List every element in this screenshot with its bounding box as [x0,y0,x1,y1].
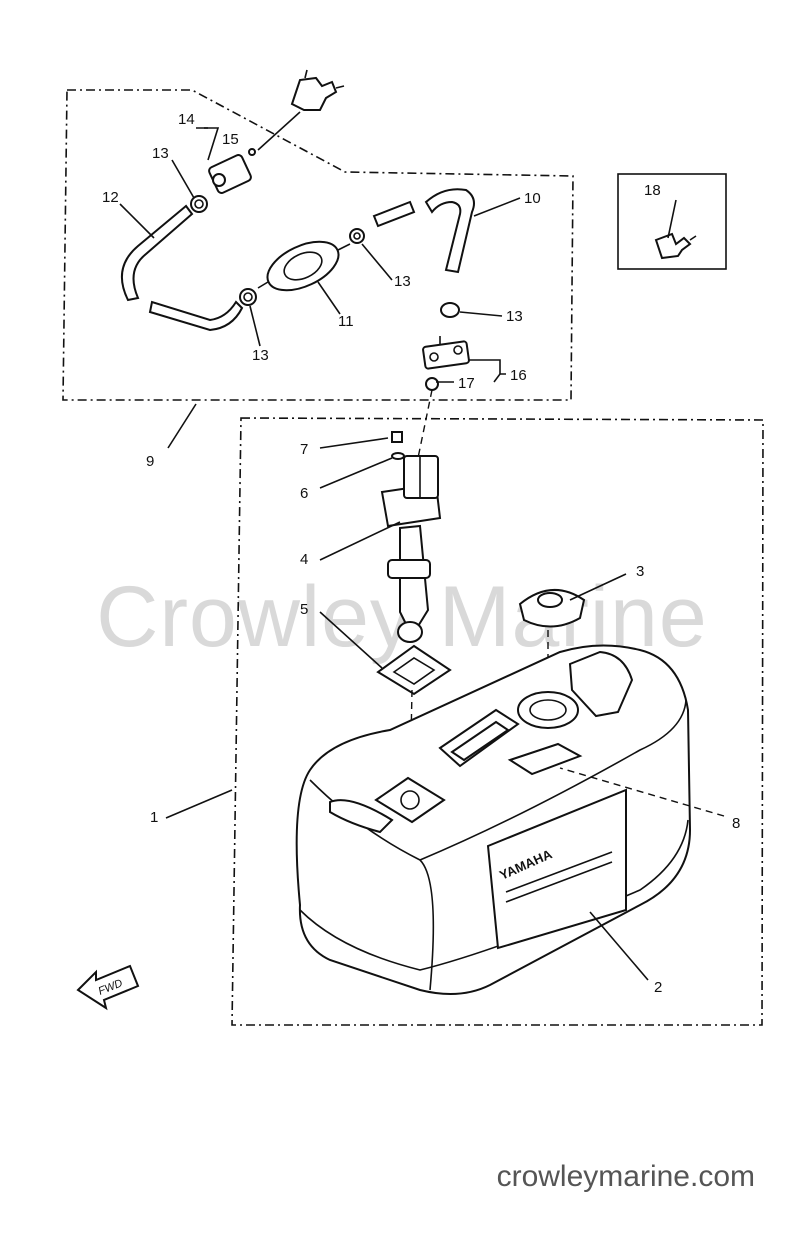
callout-8: 8 [732,815,740,832]
washer-6 [391,452,405,460]
primer-bulb [257,240,351,292]
callout-9: 9 [146,453,154,470]
callout-18: 18 [644,182,661,199]
fuel-hose-12 [121,204,244,332]
joint-connector [290,69,345,111]
screw-7 [391,431,403,443]
hose-assembly-boundary [62,89,574,401]
fuel-cap [518,588,586,628]
callout-13-b: 13 [394,273,411,290]
callout-12: 12 [102,189,119,206]
part-14-connector [208,148,256,194]
leader-lines [119,127,725,981]
o-ring-17 [425,377,439,391]
part-18-joint [654,232,697,260]
gasket-5 [376,644,452,696]
tank-assembly-boundary [231,417,764,1026]
callout-16: 16 [510,367,527,384]
leader-15-joint [257,111,301,151]
fuel-meter-assembly [380,455,442,643]
callout-3: 3 [636,563,644,580]
hose-clip-c [239,288,257,306]
hose-clip-b [349,228,365,244]
site-url-watermark: crowleymarine.com [496,1160,755,1193]
part-18-boundary [617,173,727,270]
hose-clip-a [190,195,208,213]
hose-clip-d [440,302,460,318]
callout-11: 11 [338,313,354,330]
callout-13-d: 13 [252,347,269,364]
forward-direction-arrow: FWD [76,964,140,1011]
callout-17: 17 [458,375,475,392]
callout-6: 6 [300,485,308,502]
callout-7: 7 [300,441,308,458]
callout-4: 4 [300,551,308,568]
callout-10: 10 [524,190,541,207]
tank-fitting-16 [422,336,470,370]
fuel-hose-10 [372,188,475,274]
callout-13-c: 13 [506,308,523,325]
fuel-tank-body: YAMAHA [295,644,692,995]
callout-numbers: 14 15 13 12 10 18 13 11 13 13 16 17 9 7 … [102,111,740,996]
callout-14: 14 [178,111,195,128]
callout-2: 2 [654,979,662,996]
callout-15: 15 [222,131,239,148]
callout-1: 1 [150,809,158,826]
callout-5: 5 [300,601,308,618]
callout-13-a: 13 [152,145,169,162]
